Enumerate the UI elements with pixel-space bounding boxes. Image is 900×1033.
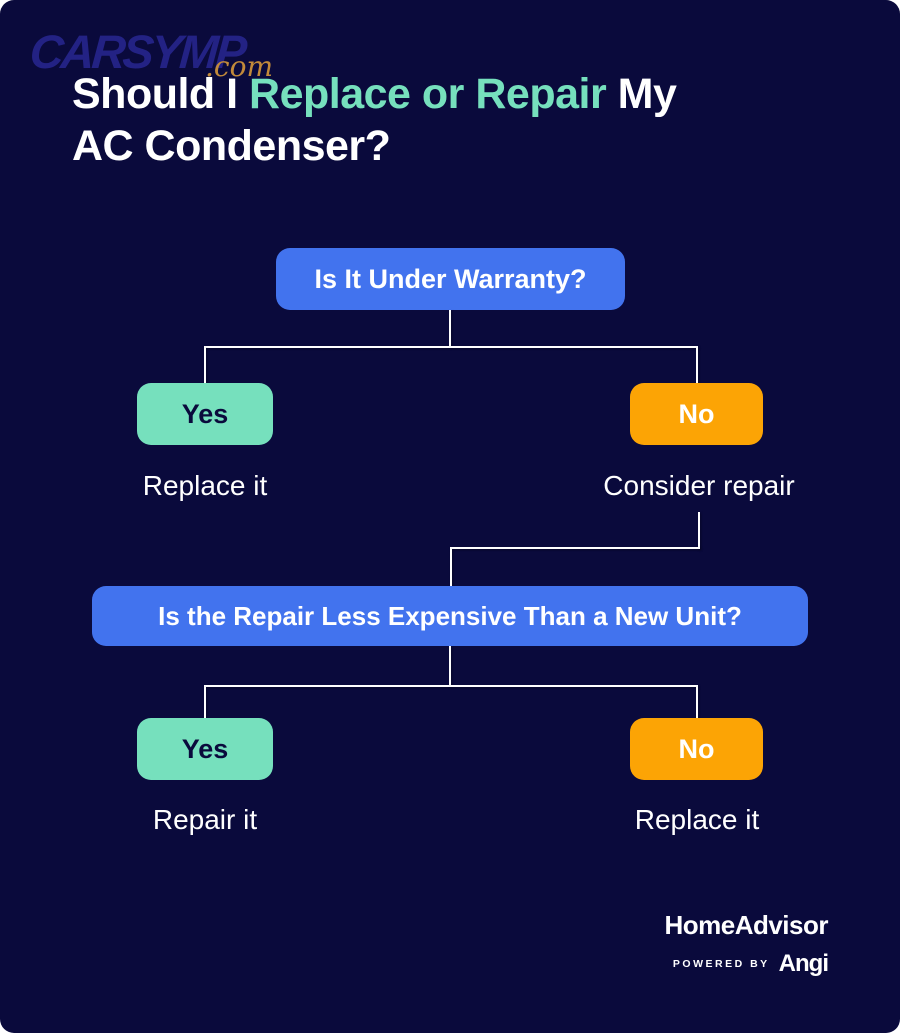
title-accent: Replace or Repair xyxy=(249,70,607,118)
connector-line xyxy=(696,687,698,718)
branding: HomeAdvisor POWERED BY Angi xyxy=(664,910,829,978)
title-part-2: My xyxy=(606,70,677,118)
title-part-3: AC Condenser? xyxy=(72,122,391,171)
carsymp-logo-domain-suffix: .com xyxy=(205,50,273,83)
answer-box-yes-2: Yes xyxy=(137,718,273,780)
question-box-warranty: Is It Under Warranty? xyxy=(276,248,625,310)
connector-line xyxy=(204,685,698,687)
answer-box-no-2: No xyxy=(630,718,763,780)
connector-line xyxy=(204,687,206,718)
connector-line xyxy=(696,347,698,383)
connector-line xyxy=(450,547,700,549)
homeadvisor-logo: HomeAdvisor xyxy=(664,910,828,940)
connector-line xyxy=(450,549,452,586)
result-label-replace-it-1: Replace it xyxy=(142,470,268,501)
connector-line xyxy=(698,512,700,549)
connector-line xyxy=(449,310,451,347)
page-title: Should I Replace or Repair My AC Condense… xyxy=(72,68,862,173)
answer-box-no-1: No xyxy=(630,383,763,445)
title-part-1: Should I xyxy=(72,70,250,118)
connector-line xyxy=(449,646,451,686)
powered-by-label: POWERED BY xyxy=(672,958,770,970)
connector-line xyxy=(204,347,206,383)
result-label-replace-it-2: Replace it xyxy=(634,804,760,835)
powered-by-row: POWERED BY Angi xyxy=(664,950,829,978)
answer-box-yes-1: Yes xyxy=(137,383,273,445)
question-box-repair-cost: Is the Repair Less Expensive Than a New … xyxy=(92,586,808,646)
angi-logo: Angi xyxy=(778,950,829,977)
result-label-repair-it: Repair it xyxy=(152,804,258,835)
connector-line xyxy=(204,346,698,348)
result-label-consider-repair: Consider repair xyxy=(603,470,795,501)
